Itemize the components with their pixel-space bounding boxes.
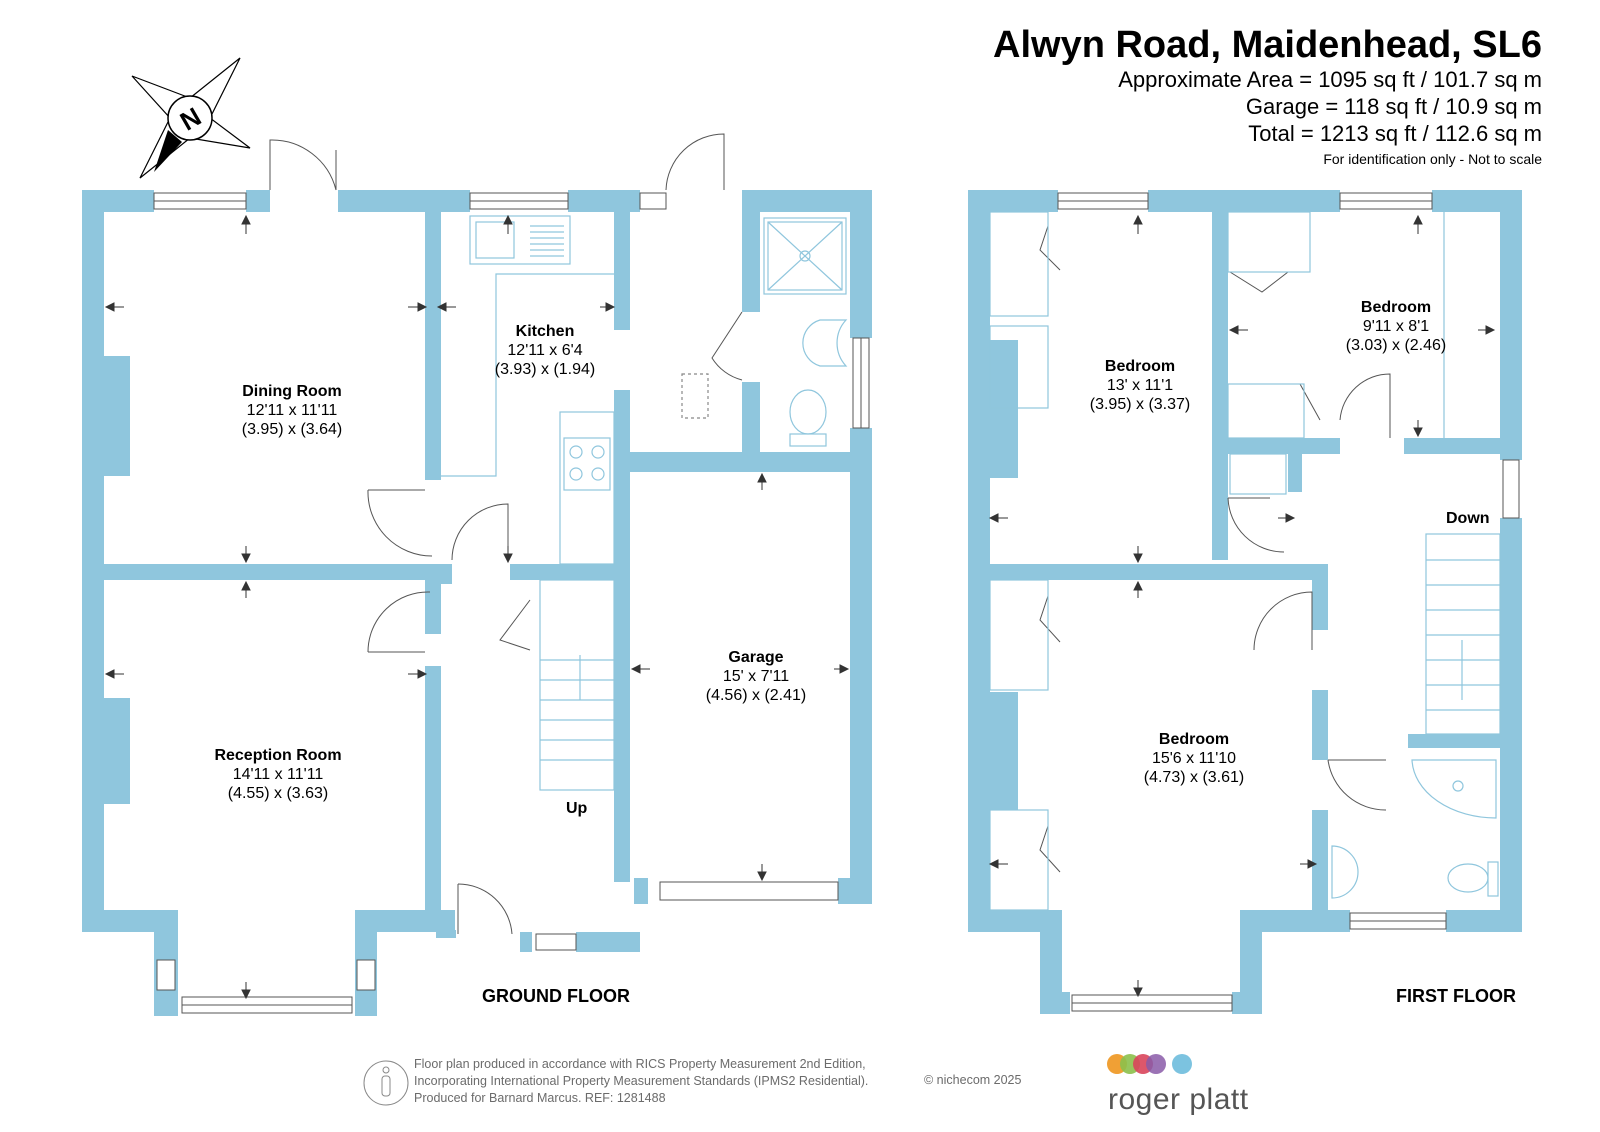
stairs-up-label: Up bbox=[566, 800, 588, 817]
room-bedroom-1: Bedroom 13' x 11'1 (3.95) x (3.37) bbox=[1089, 358, 1191, 413]
fixtures bbox=[441, 211, 1501, 911]
footer-notes: Floor plan produced in accordance with R… bbox=[414, 1057, 869, 1105]
property-address: Alwyn Road, Maidenhead, SL6 bbox=[993, 24, 1542, 66]
windows bbox=[153, 192, 1520, 1014]
footer-credit: © nichecom 2025 bbox=[924, 1073, 1022, 1087]
first-floor-label: FIRST FLOOR bbox=[1396, 986, 1516, 1006]
room-garage: Garage 15' x 7'11 (4.56) x (2.41) bbox=[705, 649, 807, 704]
room-bedroom-2: Bedroom 9'11 x 8'1 (3.03) x (2.46) bbox=[1345, 299, 1447, 354]
room-dining-room: Dining Room 12'11 x 11'11 (3.95) x (3.64… bbox=[241, 383, 343, 438]
approx-area: Approximate Area = 1095 sq ft / 101.7 sq… bbox=[1118, 67, 1542, 92]
dimension-arrows bbox=[104, 214, 1496, 1000]
room-reception-room: Reception Room 14'11 x 11'11 (4.55) x (3… bbox=[214, 747, 342, 802]
roger-platt-logo-icon bbox=[1107, 1054, 1192, 1074]
header: Alwyn Road, Maidenhead, SL6 Approximate … bbox=[993, 24, 1542, 171]
room-bedroom-3: Bedroom 15'6 x 11'10 (4.73) x (3.61) bbox=[1143, 731, 1245, 786]
ground-floor-label: GROUND FLOOR bbox=[482, 986, 630, 1006]
room-kitchen: Kitchen 12'11 x 6'4 (3.93) x (1.94) bbox=[494, 323, 596, 378]
walls bbox=[82, 190, 1522, 1016]
garage-area: Garage = 118 sq ft / 10.9 sq m bbox=[1245, 94, 1542, 119]
compass-icon bbox=[131, 57, 251, 179]
stairs-down-label: Down bbox=[1446, 510, 1490, 527]
rics-icon bbox=[363, 1060, 409, 1106]
brand-name: roger platt bbox=[1108, 1083, 1249, 1116]
total-area: Total = 1213 sq ft / 112.6 sq m bbox=[1248, 121, 1542, 146]
disclaimer: For identification only - Not to scale bbox=[1323, 151, 1542, 167]
